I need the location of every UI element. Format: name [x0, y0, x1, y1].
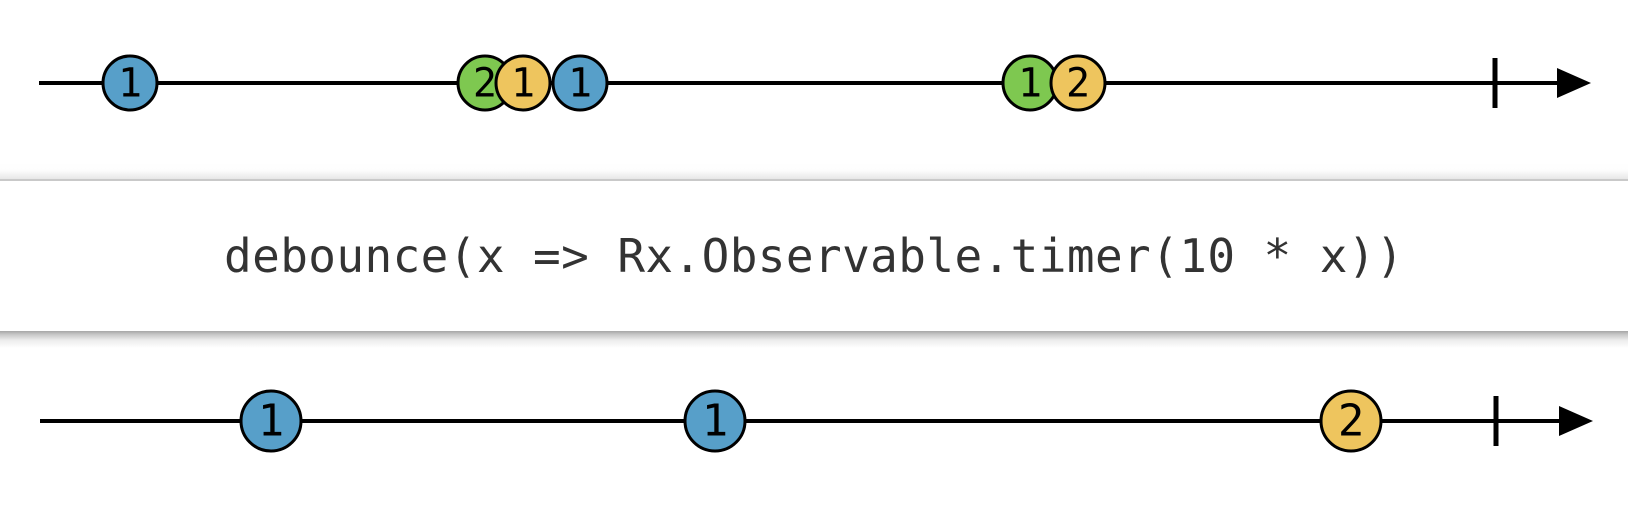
- marble-1: 1: [239, 389, 303, 453]
- marble-1[interactable]: 1: [101, 54, 159, 112]
- operator-box: debounce(x => Rx.Observable.timer(10 * x…: [0, 179, 1628, 331]
- operator-expression: debounce(x => Rx.Observable.timer(10 * x…: [224, 229, 1404, 283]
- complete-bar: [1493, 396, 1499, 446]
- marble-1[interactable]: 1: [494, 54, 552, 112]
- timeline-arrowhead-icon: [1559, 406, 1593, 436]
- marble-1[interactable]: 1: [1001, 54, 1059, 112]
- timeline-arrowhead-icon: [1557, 68, 1591, 98]
- marble-2: 2: [1319, 389, 1383, 453]
- marble-2[interactable]: 2: [1049, 54, 1107, 112]
- complete-bar[interactable]: [1492, 58, 1498, 108]
- timeline-line: [39, 81, 1559, 85]
- marble-1: 1: [683, 389, 747, 453]
- marble-1[interactable]: 1: [551, 54, 609, 112]
- section-divider: [0, 163, 1628, 179]
- timeline-line: [40, 419, 1561, 423]
- output-stream-card: 1 1 2: [0, 348, 1628, 512]
- section-divider: [0, 331, 1628, 348]
